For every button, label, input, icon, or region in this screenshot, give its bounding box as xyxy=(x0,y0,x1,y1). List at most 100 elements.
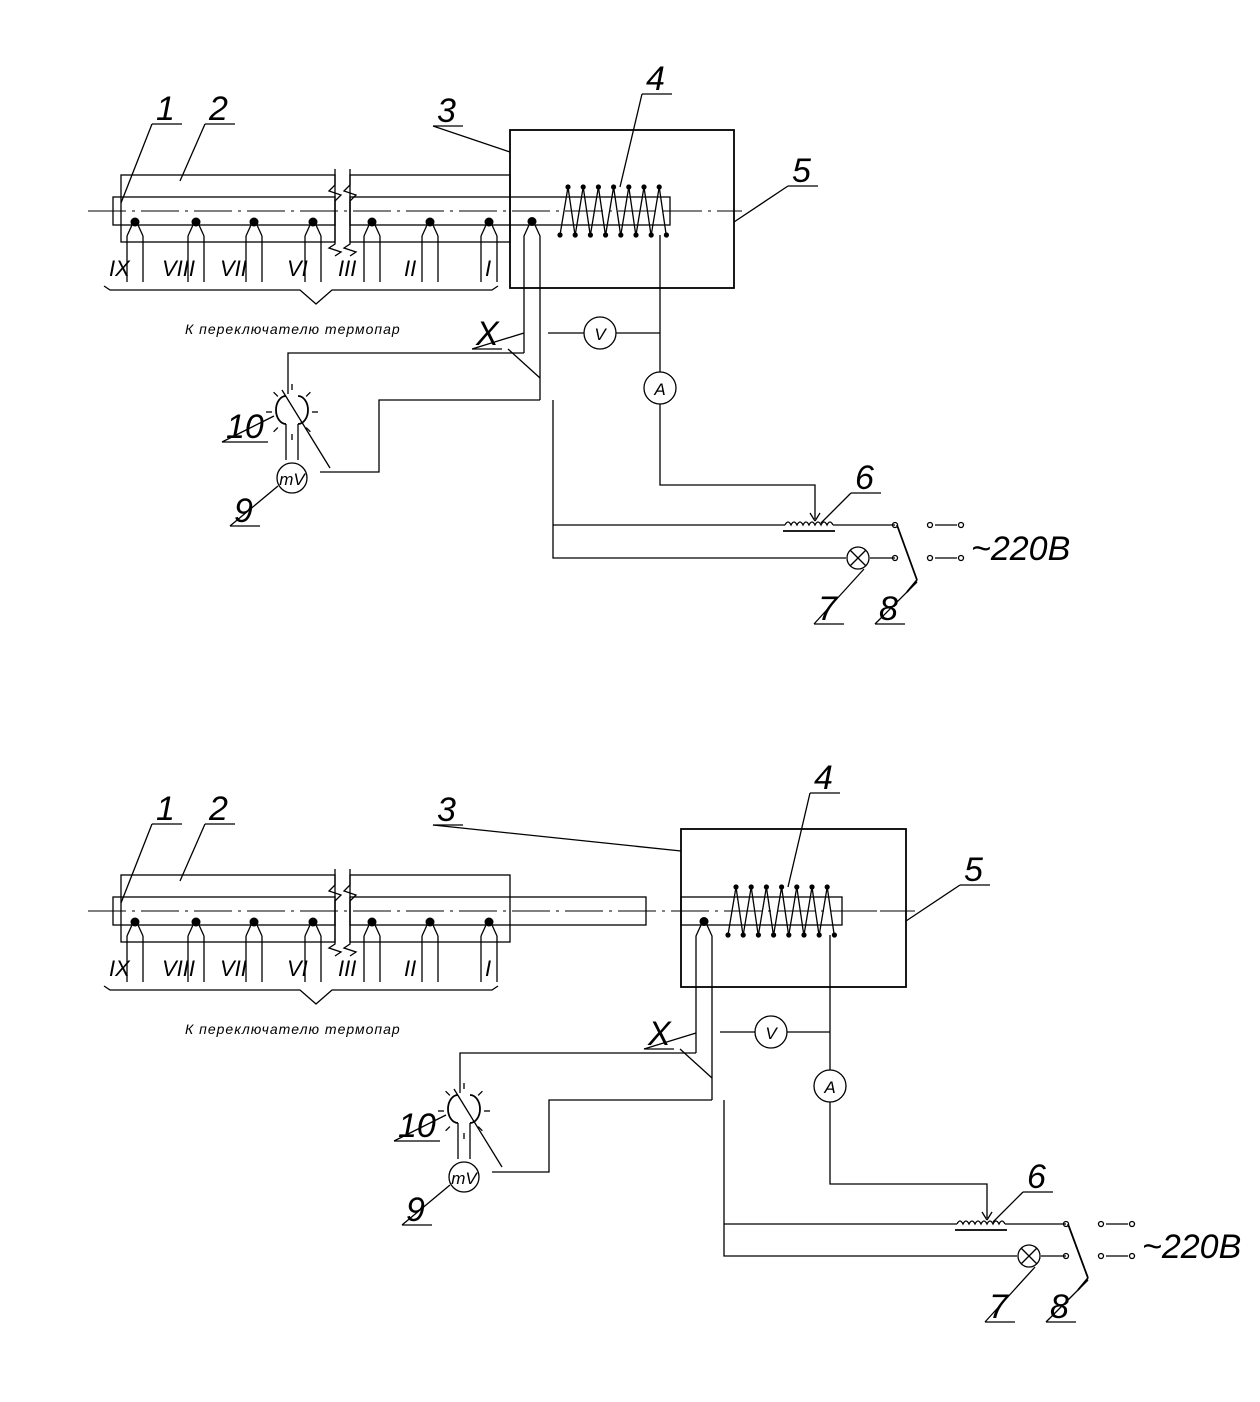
wire-x-to-switch-2 xyxy=(492,1099,712,1173)
switch-terminal xyxy=(1128,1252,1136,1260)
label-l2: 2 xyxy=(208,790,228,828)
label-l5: 5 xyxy=(964,851,983,889)
rheostat-arrow xyxy=(814,512,821,522)
switch-terminal xyxy=(926,521,934,529)
brace-line xyxy=(103,285,499,305)
coil-turn xyxy=(780,886,790,936)
lamp-cross xyxy=(1020,1247,1038,1265)
coil-turn xyxy=(658,186,667,236)
switch-ray xyxy=(305,391,311,397)
label-l1: 1 xyxy=(156,90,175,128)
thermocouples xyxy=(126,217,498,282)
wire-to-lamp xyxy=(723,1224,1017,1257)
coil-turn xyxy=(604,186,615,236)
coil-bottom-dot xyxy=(663,232,670,238)
heating-coil xyxy=(557,184,670,238)
leader-line xyxy=(120,823,153,904)
label-l8: 8 xyxy=(879,590,898,628)
millivoltmeter-label: mV xyxy=(451,1169,478,1188)
wire-ammeter-to-rheostat xyxy=(659,404,816,519)
label-l2: 2 xyxy=(208,90,228,128)
brace-line xyxy=(103,985,499,1005)
thermocouple-brace xyxy=(103,985,499,1005)
lamp-cross xyxy=(849,549,867,567)
leader-line xyxy=(619,93,643,188)
thermocouple-lead xyxy=(256,924,263,937)
leader-line xyxy=(471,332,525,350)
label-l1: 1 xyxy=(156,790,175,828)
thermocouple-junction xyxy=(191,217,201,227)
switch-ray xyxy=(477,1090,483,1096)
switch-terminal xyxy=(1097,1252,1105,1260)
switch-terminal xyxy=(1097,1220,1105,1228)
break-line xyxy=(342,869,358,957)
thermocouple-junction xyxy=(367,917,377,927)
coil-turn xyxy=(735,886,744,936)
section-label-VI: VI xyxy=(287,956,308,981)
thermocouple-lead xyxy=(126,224,133,237)
thermocouple-switch xyxy=(266,384,331,469)
label-l4: 4 xyxy=(646,60,665,98)
break-line xyxy=(342,169,358,257)
label-l3: 3 xyxy=(437,92,456,130)
thermocouple-lead xyxy=(126,924,133,937)
coil-turn xyxy=(803,886,813,936)
switch-blade xyxy=(896,524,918,581)
thermocouple-lead xyxy=(421,924,428,937)
rheostat xyxy=(783,521,835,532)
control-lead-a xyxy=(695,924,702,1053)
label-l10: 10 xyxy=(226,408,264,446)
label-l10: 10 xyxy=(398,1107,436,1145)
thermocouple-lead xyxy=(256,224,263,237)
thermocouple-lead xyxy=(491,924,498,937)
section-label-VII: VII xyxy=(220,256,247,281)
thermocouple-lead xyxy=(137,224,144,237)
thermocouple-lead xyxy=(187,924,194,937)
coil-turn xyxy=(727,886,737,936)
thermocouple-lead xyxy=(304,924,311,937)
insulation-sleeve xyxy=(120,174,511,243)
thermocouple-lead xyxy=(315,224,322,237)
heater-block xyxy=(680,828,914,988)
thermocouple-lead xyxy=(421,224,428,237)
coil-turn xyxy=(796,886,805,936)
coil-turn xyxy=(559,186,569,236)
leader-line xyxy=(992,1191,1024,1223)
section-label-VIII: VIII xyxy=(162,256,195,281)
voltmeter-label: V xyxy=(594,325,607,344)
leader-line xyxy=(432,824,682,852)
thermocouples xyxy=(126,917,498,982)
millivoltmeter-label: mV xyxy=(279,470,306,489)
switch-terminal xyxy=(1128,1220,1136,1228)
wire-to-lamp xyxy=(552,525,846,559)
leader-line xyxy=(179,823,206,882)
leader-line xyxy=(229,485,279,527)
switch-ray xyxy=(305,427,311,433)
thermocouple-junction xyxy=(130,217,140,227)
thermocouple-junction xyxy=(308,217,318,227)
wire-ammeter-to-rheostat xyxy=(829,1102,988,1218)
thermocouple-caption: К переключателю термопар xyxy=(185,1021,401,1037)
control-lead-b xyxy=(534,224,541,400)
section-label-II: II xyxy=(404,256,416,281)
wire-x-to-switch-2 xyxy=(320,399,540,473)
leader-line xyxy=(905,884,961,922)
leader-line xyxy=(874,581,918,625)
thermocouple-lead xyxy=(187,224,194,237)
coil-turn xyxy=(620,186,630,236)
coil-turn xyxy=(574,186,584,236)
leader-line xyxy=(820,492,852,524)
switch-contact-right xyxy=(469,1094,481,1124)
section-label-I: I xyxy=(485,256,491,281)
wire-x-to-switch xyxy=(287,352,524,394)
thermocouple-lead xyxy=(198,924,205,937)
heater-body xyxy=(509,129,735,289)
break-line xyxy=(327,169,343,257)
coil-turn xyxy=(582,186,591,236)
coil-turn xyxy=(628,186,637,236)
coil-turn xyxy=(750,886,759,936)
section-label-II: II xyxy=(404,956,416,981)
heating-coil xyxy=(725,884,838,938)
thermocouple-junction xyxy=(367,217,377,227)
